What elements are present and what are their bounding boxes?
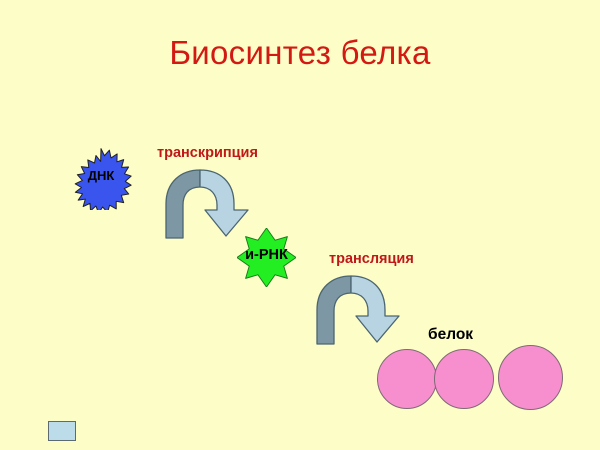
protein-subunit-circle bbox=[434, 349, 494, 409]
dna-label: ДНК bbox=[87, 168, 115, 183]
curved-arrow-icon bbox=[316, 275, 400, 345]
explosion-star-icon bbox=[74, 148, 132, 214]
mrna-star-shape bbox=[236, 227, 297, 288]
protein-subunit-circle bbox=[377, 349, 437, 409]
translation-label: трансляция bbox=[329, 251, 414, 267]
protein-label: белок bbox=[428, 326, 474, 343]
transcription-arrow bbox=[162, 166, 267, 243]
page-title: Биосинтез белка bbox=[169, 34, 431, 71]
dna-star-shape bbox=[70, 148, 132, 214]
translation-arrow bbox=[313, 272, 418, 349]
transcription-label: транскрипция bbox=[157, 145, 258, 161]
corner-placeholder-box bbox=[48, 421, 76, 441]
protein-subunit-circle bbox=[498, 345, 563, 410]
mrna-label: и-РНК bbox=[245, 247, 288, 263]
curved-arrow-icon bbox=[165, 169, 249, 239]
